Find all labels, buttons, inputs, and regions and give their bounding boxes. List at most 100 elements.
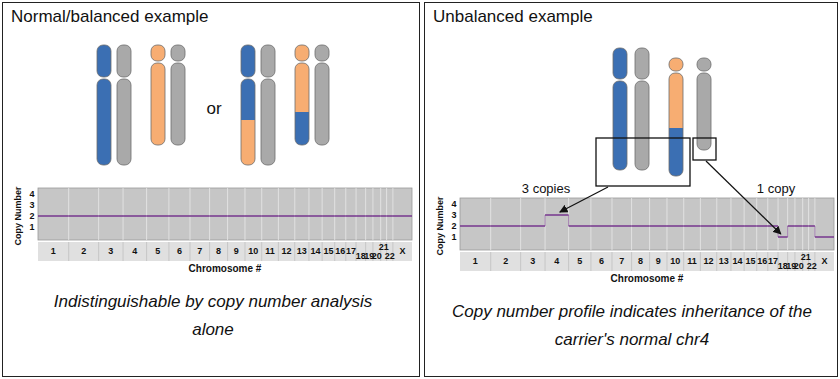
copy-number-segment	[387, 215, 393, 217]
chromosome-number: X	[399, 247, 405, 256]
copy-number-segment	[262, 215, 279, 217]
chromosome-arm	[295, 45, 309, 61]
copy-number-segment	[700, 225, 716, 227]
chromosome-arm	[315, 63, 329, 145]
chromosome-arm	[669, 73, 683, 176]
chromosome-arm	[669, 58, 683, 71]
highlight-box	[693, 138, 716, 160]
axis-divider	[756, 252, 757, 271]
axis-divider	[294, 242, 295, 261]
chromosome-number: 6	[177, 247, 182, 256]
copy-number-segment	[757, 225, 768, 227]
chromosome-divider	[683, 198, 684, 250]
chromosome-arm	[261, 45, 275, 77]
chromosome-number: 1	[473, 257, 478, 266]
chromosome-divider	[802, 198, 803, 250]
chromosome-number: 21	[801, 253, 811, 262]
copy-number-segment	[778, 236, 788, 238]
copy-number-segment	[366, 215, 373, 217]
highlight-box	[596, 138, 690, 186]
chromosome-divider	[767, 198, 768, 250]
chromosome-number: 6	[599, 257, 604, 266]
chromosome-number: 5	[577, 257, 582, 266]
copy-number-segment	[569, 225, 591, 227]
chromosome-divider	[244, 188, 245, 240]
chromosome-divider	[356, 188, 357, 240]
chromosome-axis-bar	[460, 252, 834, 271]
chromosome-number: 21	[379, 243, 389, 252]
chromosome-arm	[97, 79, 111, 165]
chromosome-divider	[756, 198, 757, 250]
copy-number-segment	[381, 215, 387, 217]
chromosome-number: 11	[687, 257, 697, 266]
chromosome-number: 2	[503, 257, 508, 266]
copy-number-segment	[809, 225, 815, 227]
chromosome-divider	[168, 188, 169, 240]
axis-title: Chromosome #	[189, 264, 262, 274]
copy-number-segment	[545, 214, 569, 216]
chromosome-number: 10	[248, 247, 258, 256]
copy-number-segment	[123, 215, 147, 217]
copy-number-segment	[169, 215, 190, 217]
chromosome-arm	[241, 45, 255, 77]
callout-label: 3 copies	[522, 182, 570, 195]
chromosome-number: 16	[335, 247, 345, 256]
copy-number-segment	[346, 215, 356, 217]
axis-divider	[700, 252, 701, 271]
chromosome-number: 20	[794, 262, 804, 271]
axis-divider	[146, 242, 147, 261]
chromosome-divider	[365, 188, 366, 240]
axis-divider	[334, 242, 335, 261]
chromosome-divider	[308, 188, 309, 240]
chromosome-arm	[295, 63, 309, 145]
copy-number-segment	[245, 215, 262, 217]
axis-tick: 3	[29, 201, 34, 210]
chromosome-divider	[380, 188, 381, 240]
axis-divider	[168, 242, 169, 261]
chromosome-arm	[97, 45, 111, 77]
chromosome-number: 8	[638, 257, 643, 266]
axis-divider	[683, 252, 684, 271]
axis-divider	[716, 252, 717, 271]
copy-number-segment	[521, 225, 545, 227]
chromosome-number: 10	[670, 257, 680, 266]
axis-divider	[490, 252, 491, 271]
chromosome-divider	[392, 188, 393, 240]
axis-divider	[98, 242, 99, 261]
chromosome-divider	[716, 198, 717, 250]
chromosome-number: 14	[733, 257, 743, 266]
axis-divider	[568, 252, 569, 271]
copy-number-segment	[69, 215, 99, 217]
chromosome-arm	[261, 79, 275, 165]
copy-number-segment	[322, 215, 335, 217]
copy-number-segment	[491, 225, 521, 227]
chromosome-divider	[294, 188, 295, 240]
chromosome-number: 8	[216, 247, 221, 256]
chromosome-divider	[520, 198, 521, 250]
chromosome-divider	[744, 198, 745, 250]
chromosome-number: 7	[619, 257, 624, 266]
axis-divider	[744, 252, 745, 271]
chromosome-number: 15	[745, 257, 755, 266]
copy-number-segment	[744, 225, 757, 227]
axis-divider	[322, 242, 323, 261]
chromosome-number: 3	[530, 257, 535, 266]
axis-tick: 4	[451, 200, 456, 209]
axis-divider	[123, 242, 124, 261]
balanced-panel: Normal/balanced exampleIndistinguishable…	[2, 2, 420, 377]
axis-tick: 2	[29, 212, 34, 221]
axis-divider	[227, 242, 228, 261]
chromosome-arm	[171, 63, 185, 145]
chromosome-divider	[590, 198, 591, 250]
copy-number-segment	[591, 225, 612, 227]
axis-divider	[545, 252, 546, 271]
chromosome-divider	[666, 198, 667, 250]
chromosome-number: 20	[372, 252, 382, 261]
copy-number-segment	[210, 215, 228, 217]
chromosome-divider	[808, 198, 809, 250]
axis-title: Chromosome #	[611, 274, 684, 284]
chromosome-number: 5	[155, 247, 160, 256]
chromosome-arm	[117, 45, 131, 77]
or-text: or	[206, 100, 221, 117]
copy-number-segment	[278, 215, 294, 217]
